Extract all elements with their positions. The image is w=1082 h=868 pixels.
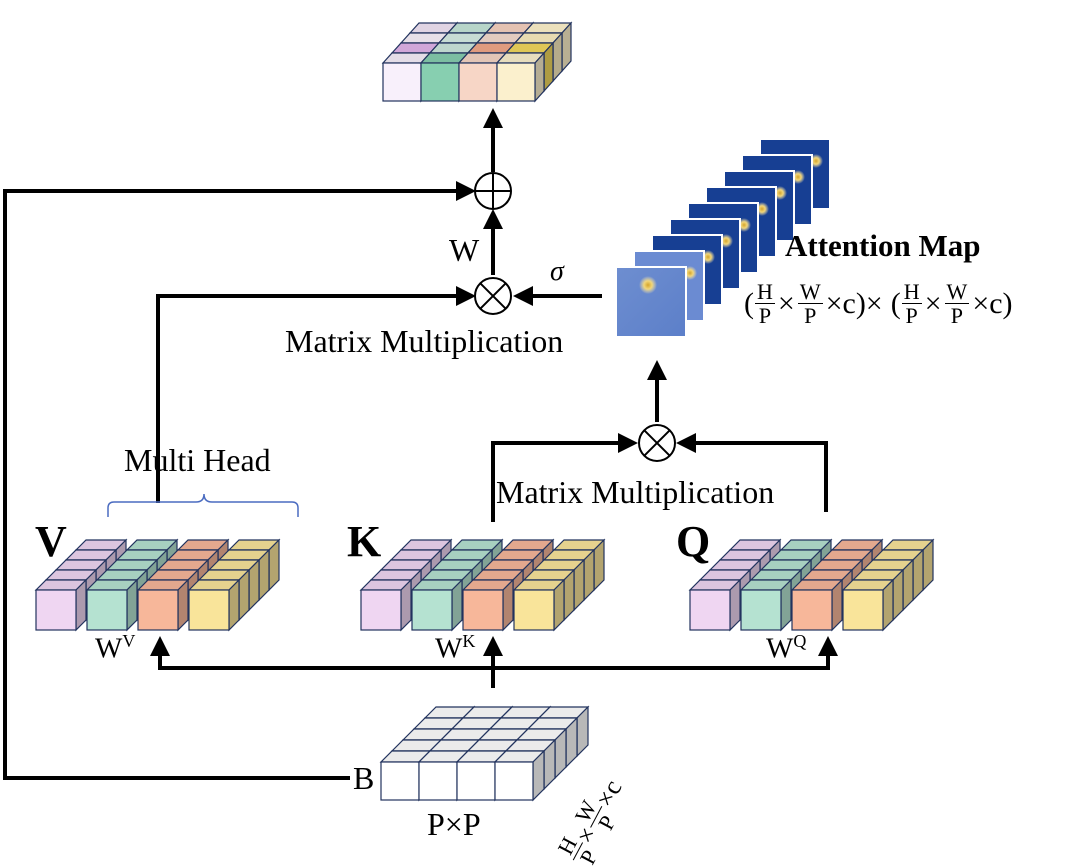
feature-cube: [136, 578, 190, 632]
patch-size-label: P×P: [427, 806, 481, 842]
feature-cube: [85, 578, 139, 632]
feature-cube: [34, 578, 88, 632]
b-input-label: B: [353, 760, 375, 796]
key-cube-block: [359, 538, 606, 632]
feature-cube: [841, 578, 895, 632]
circle-plus-icon: [474, 172, 512, 210]
wv-weight-label: WV: [95, 631, 136, 665]
k-label: K: [347, 517, 382, 566]
feature-cube: [790, 578, 844, 632]
multi-head-label: Multi Head: [124, 442, 271, 478]
matrix-multiplication-label-top: Matrix Multiplication: [285, 323, 564, 359]
wq-weight-label: WQ: [766, 631, 807, 665]
query-cube-block: [688, 538, 935, 632]
feature-cube: [739, 578, 793, 632]
v-label: V: [35, 517, 67, 566]
output-feature-block: [381, 21, 573, 103]
feature-cube: [187, 578, 241, 632]
attention-map-title: Attention Map: [785, 228, 981, 263]
attention-hotspot: [639, 276, 657, 294]
input-cube: [493, 749, 546, 802]
circle-times-icon: [638, 424, 676, 462]
connector-lines: [3, 108, 838, 780]
w-weight-label: W: [449, 232, 480, 268]
wk-weight-label: WK: [435, 631, 476, 665]
attention-map-stack: [615, 138, 831, 338]
feature-cube: [359, 578, 413, 632]
feature-cube: [461, 578, 515, 632]
q-label: Q: [676, 517, 711, 566]
matrix-multiplication-label-bottom: Matrix Multiplication: [496, 474, 775, 510]
value-cube-block: [34, 538, 281, 632]
sigma-label: σ: [550, 256, 564, 287]
circle-times-icon: [474, 277, 512, 315]
feature-cube: [512, 578, 566, 632]
feature-cube: [688, 578, 742, 632]
multi-head-brace: [107, 493, 299, 517]
input-feature-block: [379, 705, 590, 802]
output-cube: [495, 51, 546, 103]
feature-cube: [410, 578, 464, 632]
